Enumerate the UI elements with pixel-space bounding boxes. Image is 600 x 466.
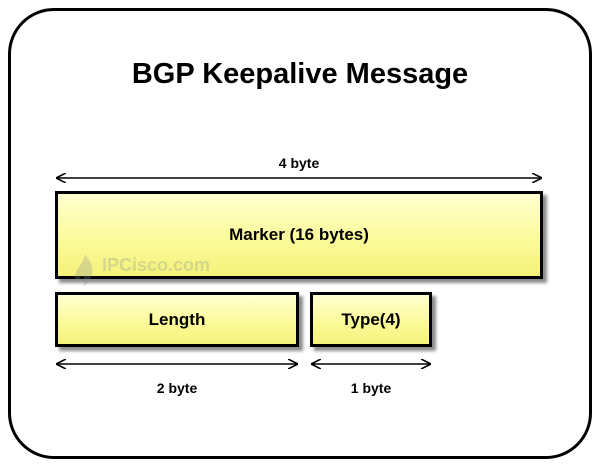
marker-width-label: 4 byte [278, 155, 320, 171]
watermark-text: IPCisco.com [102, 255, 211, 275]
length-field-label: Length [148, 309, 206, 329]
length-field: Length [55, 292, 299, 347]
length-width-label: 2 byte [156, 380, 198, 396]
type-width-label: 1 byte [350, 380, 392, 396]
type-field: Type(4) [310, 292, 432, 347]
marker-field: Marker (16 bytes) [55, 191, 543, 279]
flame-logo-icon [75, 254, 93, 286]
diagram-title: BGP Keepalive Message [131, 58, 469, 90]
watermark: IPCisco.com [72, 252, 232, 292]
type-field-label: Type(4) [341, 309, 401, 329]
marker-field-label: Marker (16 bytes) [229, 225, 369, 244]
